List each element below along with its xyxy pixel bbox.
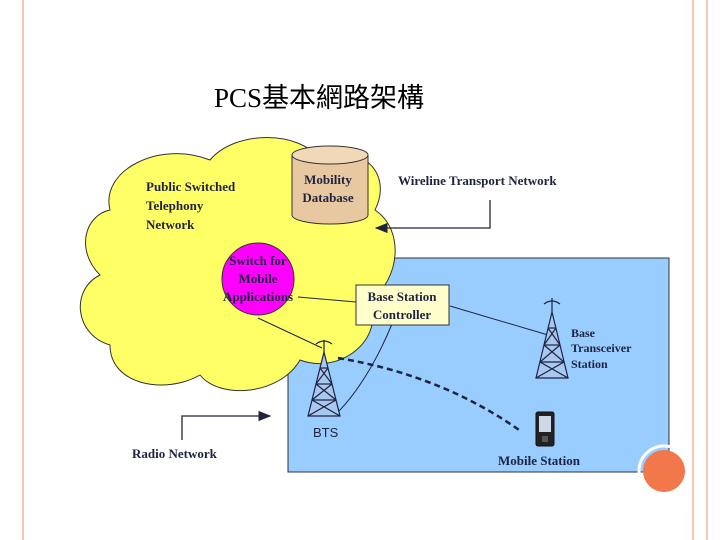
switch-bts-link: [257, 317, 323, 349]
mobile-switch: [221, 242, 295, 316]
wireline-label: Wireline Transport Network: [398, 173, 557, 188]
base-transceiver-tower-icon: [535, 298, 569, 379]
switch-bsc-link: [297, 296, 357, 303]
mobility-db-label-1: Mobility: [304, 172, 352, 187]
bsc-label-2: Controller: [373, 307, 431, 322]
bts-label: BTS: [313, 425, 339, 440]
frame-line-left: [22, 0, 24, 540]
radio-network-arrow: [181, 410, 272, 440]
base-bts-label-2: Transceiver: [571, 341, 632, 355]
bsc-box: [355, 284, 450, 326]
frame-line-outer: [692, 0, 694, 540]
bsc-bts-link: [337, 323, 393, 413]
switch-label-3: Applications: [223, 289, 293, 304]
bsc-base-bts-link: [449, 305, 549, 336]
switch-label-1: Switch for: [229, 253, 287, 268]
pstn-label-1: Public Switched: [146, 179, 236, 194]
decorative-accent-circle: [643, 450, 685, 492]
base-bts-label-3: Station: [571, 357, 608, 371]
slide-title: PCS基本網路架構: [214, 83, 425, 113]
mobility-db-label-2: Database: [302, 190, 354, 205]
pstn-label-2: Telephony: [146, 198, 204, 213]
mobile-phone-icon: [535, 411, 555, 447]
radio-link-dashed: [337, 356, 523, 434]
base-bts-label-1: Base: [571, 326, 596, 340]
mobile-station-label: Mobile Station: [498, 453, 581, 468]
radio-network-label: Radio Network: [132, 446, 218, 461]
wireline-arrow: [374, 200, 491, 234]
bsc-label-1: Base Station: [368, 289, 438, 304]
pstn-label-3: Network: [146, 217, 195, 232]
decorative-accent-ring: [637, 444, 691, 498]
frame-line-inner: [706, 0, 708, 540]
mobility-database: [291, 145, 369, 225]
bts-tower-icon: [307, 340, 341, 417]
switch-label-2: Mobile: [239, 271, 278, 286]
